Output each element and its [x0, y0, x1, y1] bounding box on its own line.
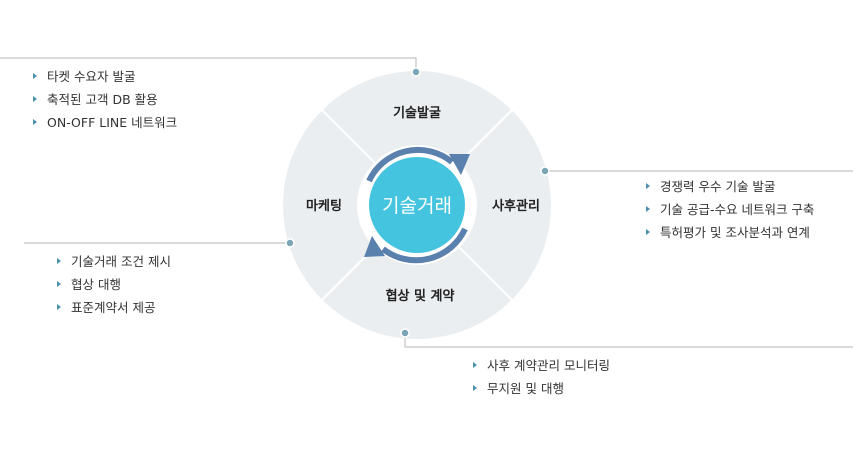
list-item: 표준계약서 제공	[57, 296, 171, 319]
list-item: 축적된 고객 DB 활용	[33, 88, 177, 111]
bullet-icon	[646, 183, 650, 189]
list-item: 특허평가 및 조사분석과 연계	[646, 221, 814, 244]
bullet-icon	[57, 258, 61, 264]
list-item: 기술 공급-수요 네트워크 구축	[646, 198, 814, 221]
connector-bottom	[404, 333, 853, 348]
arrow-head-bottom-icon	[364, 236, 385, 257]
dot-bottom	[400, 328, 410, 338]
center-label: 기술거래	[382, 195, 452, 217]
list-left: 기술거래 조건 제시 협상 대행 표준계약서 제공	[57, 250, 171, 319]
list-item: 기술거래 조건 제시	[57, 250, 171, 273]
list-bottom: 사후 계약관리 모니터링 무지원 및 대행	[473, 354, 610, 400]
list-item: 사후 계약관리 모니터링	[473, 354, 610, 377]
arrow-head-top-icon	[449, 154, 470, 175]
segment-right-label: 사후관리	[492, 198, 540, 214]
list-top-left: 타켓 수요자 발굴 축적된 고객 DB 활용 ON-OFF LINE 네트워크	[33, 65, 177, 134]
list-item: 협상 대행	[57, 273, 171, 296]
bullet-icon	[57, 281, 61, 287]
connector-dots	[285, 67, 550, 338]
dot-right	[540, 166, 550, 176]
list-right: 경쟁력 우수 기술 발굴 기술 공급-수요 네트워크 구축 특허평가 및 조사분…	[646, 175, 814, 244]
list-item: 타켓 수요자 발굴	[33, 65, 177, 88]
dot-top	[411, 67, 421, 77]
segment-bottom-label: 협상 및 계약	[386, 288, 455, 304]
bullet-icon	[646, 229, 650, 235]
cycle-arrows	[366, 146, 468, 264]
bullet-icon	[57, 304, 61, 310]
list-item: ON-OFF LINE 네트워크	[33, 111, 177, 134]
list-item: 무지원 및 대행	[473, 377, 610, 400]
list-item: 경쟁력 우수 기술 발굴	[646, 175, 814, 198]
bullet-icon	[33, 119, 37, 125]
dot-left	[285, 238, 295, 248]
bullet-icon	[473, 362, 477, 368]
segment-top-label: 기술발굴	[393, 105, 441, 121]
bullet-icon	[33, 73, 37, 79]
bullet-icon	[646, 206, 650, 212]
segment-left-label: 마케팅	[306, 198, 342, 214]
bullet-icon	[473, 385, 477, 391]
bullet-icon	[33, 96, 37, 102]
center-circle	[369, 157, 465, 253]
